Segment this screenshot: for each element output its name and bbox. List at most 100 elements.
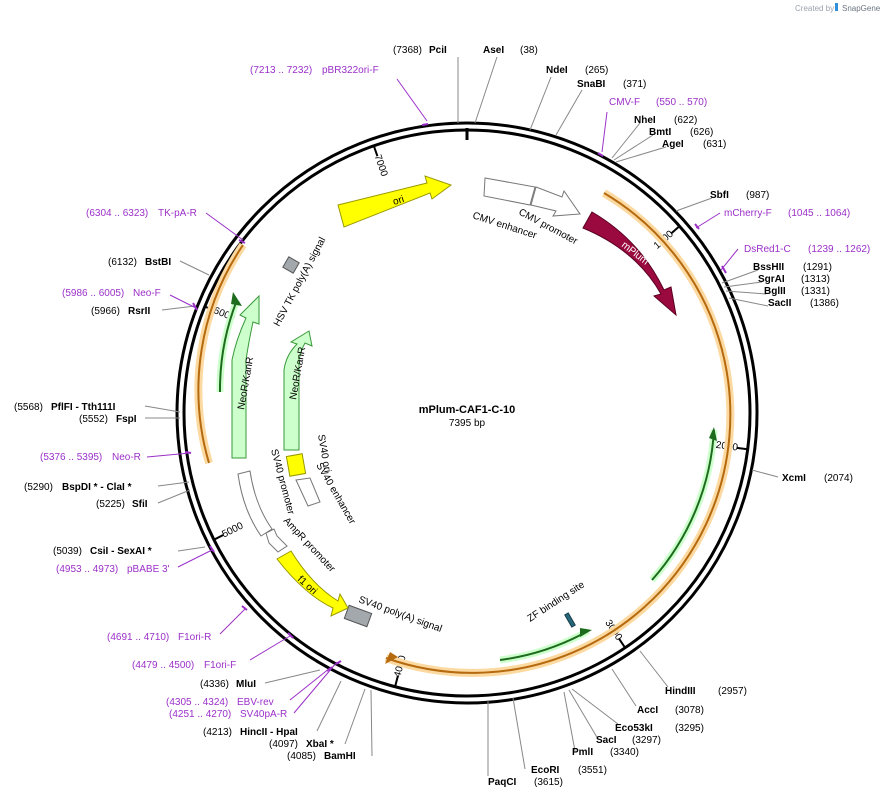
feature-neor-kanr-outer[interactable] (231, 294, 260, 459)
site-snabi-pos: (371) (623, 79, 646, 90)
site-mlui-pos: (4336) (200, 679, 229, 690)
site-bsshii[interactable]: BssHII (753, 262, 784, 273)
orf-arc (385, 192, 732, 674)
site-xcmi[interactable]: XcmI (782, 473, 806, 484)
site-fspi-pos: (5552) (79, 414, 108, 425)
primer-tk-pa-r[interactable]: TK-pA-R (158, 208, 197, 219)
site-asei[interactable]: AseI (483, 45, 504, 56)
site-nhei[interactable]: NheI (634, 115, 656, 126)
primer-f1ori-r[interactable]: F1ori-R (178, 632, 211, 643)
feature-sv40-enhancer[interactable] (295, 477, 321, 507)
site-agei[interactable]: AgeI (662, 139, 684, 150)
site-ecori[interactable]: EcoRI (531, 765, 560, 776)
feature-sv40-enhancer-label: SV40 enhancer (313, 461, 357, 527)
site-bamhi-pos: (4085) (287, 751, 316, 762)
feature-sv40-polya[interactable] (343, 604, 373, 628)
site-hincii-hpai[interactable]: HincII - HpaI (240, 727, 298, 738)
primer-pbabe3[interactable]: pBABE 3' (127, 564, 170, 575)
feature-zf-binding-site[interactable] (564, 612, 576, 628)
feature-hsv-tk-polya[interactable] (282, 256, 300, 274)
site-rsrii[interactable]: RsrII (128, 306, 150, 317)
site-acci-pos: (3078) (675, 705, 704, 716)
primer-tk-pa-r-range: (6304 .. 6323) (86, 208, 148, 219)
primer-sv40pa-r-range: (4251 .. 4270) (169, 709, 231, 720)
tick-mark (213, 533, 225, 541)
feature-sv40-promoter[interactable] (237, 470, 273, 537)
primer-neo-f[interactable]: Neo-F (133, 288, 161, 299)
site-snabi[interactable]: SnaBI (577, 79, 606, 90)
primer-cmv-f[interactable]: CMV-F (609, 97, 640, 108)
primer-dsred1-c[interactable]: DsRed1-C (744, 244, 791, 255)
primer-f1ori-f-range: (4479 .. 4500) (132, 660, 194, 671)
tick-mark (394, 675, 399, 687)
site-bmti[interactable]: BmtI (649, 127, 671, 138)
feature-zf-binding-site-label: ZF binding site (526, 579, 587, 624)
site-bstbi[interactable]: BstBI (145, 257, 171, 268)
site-pmli[interactable]: PmlI (572, 747, 593, 758)
feature-mplum[interactable] (582, 211, 677, 317)
feature-sv40-ori[interactable] (285, 453, 307, 477)
site-sbfi-pos: (987) (746, 190, 769, 201)
site-fspi[interactable]: FspI (116, 414, 137, 425)
credit-brand: SnapGene (842, 4, 881, 13)
site-ndei-pos: (265) (585, 65, 608, 76)
primer-pbr322ori-f[interactable]: pBR322ori-F (322, 65, 379, 76)
site-pmli-pos: (3340) (610, 747, 639, 758)
site-paqci[interactable]: PaqCI (488, 777, 517, 788)
feature-cmv-enhancer[interactable] (483, 177, 536, 206)
primer-neo-r[interactable]: Neo-R (112, 452, 141, 463)
site-eco53ki[interactable]: Eco53kI (615, 723, 653, 734)
site-pcii[interactable]: PciI (429, 45, 447, 56)
primer-leader-lines (146, 78, 739, 714)
feature-cmv-promoter[interactable] (530, 186, 581, 217)
primer-ebv-rev[interactable]: EBV-rev (237, 697, 274, 708)
site-rsrii-pos: (5966) (91, 306, 120, 317)
zf-green-arrowhead-1 (709, 427, 717, 441)
feature-mplum-label: mPlum (619, 240, 650, 268)
site-sacii-pos: (1386) (810, 298, 839, 309)
primer-marks (184, 123, 727, 672)
neo-green-arc (218, 299, 238, 393)
site-bglii[interactable]: BglII (764, 286, 786, 297)
site-nhei-pos: (622) (674, 115, 697, 126)
credit-prefix: Created by (795, 4, 834, 13)
site-sacii[interactable]: SacII (768, 298, 792, 309)
site-agei-pos: (631) (703, 139, 726, 150)
site-xcmi-pos: (2074) (824, 473, 853, 484)
site-eco53ki-pos: (3295) (675, 723, 704, 734)
primer-f1ori-f[interactable]: F1ori-F (204, 660, 236, 671)
plasmid-name: mPlum-CAF1-C-10 (419, 404, 516, 416)
tick-mark (736, 446, 748, 451)
site-mlui[interactable]: MluI (236, 679, 256, 690)
site-sfii-pos: (5225) (96, 499, 125, 510)
primer-dsred1-c-range: (1239 .. 1262) (808, 244, 870, 255)
primer-mcherry-f[interactable]: mCherry-F (724, 208, 772, 219)
site-sfii[interactable]: SfiI (132, 499, 148, 510)
site-sgrai[interactable]: SgrAI (758, 274, 785, 285)
site-saci[interactable]: SacI (596, 735, 617, 746)
site-sbfi[interactable]: SbfI (710, 190, 729, 201)
feature-neor-kanr-inner[interactable] (283, 330, 313, 451)
site-bglii-pos: (1331) (801, 286, 830, 297)
site-xbai[interactable]: XbaI * (306, 739, 334, 750)
site-bspdi-clai[interactable]: BspDI * - ClaI * (62, 482, 132, 493)
site-pflfi-tth111i[interactable]: PflFI - Tth111I (51, 402, 116, 413)
site-acci[interactable]: AccI (637, 705, 658, 716)
tick-mark (372, 145, 379, 157)
site-ndei[interactable]: NdeI (546, 65, 568, 76)
primer-sv40pa-r[interactable]: SV40pA-R (240, 709, 287, 720)
site-bamhi[interactable]: BamHI (324, 751, 356, 762)
primer-pbr322ori-f-range: (7213 .. 7232) (250, 65, 312, 76)
primer-neo-f-range: (5986 .. 6005) (62, 288, 124, 299)
site-hindiii-pos: (2957) (718, 686, 747, 697)
feature-ampr-promoter[interactable] (265, 528, 288, 553)
site-paqci-pos: (3615) (534, 777, 563, 788)
site-csii-sexai[interactable]: CsiI - SexAI * (90, 546, 152, 557)
primer-f1ori-r-range: (4691 .. 4710) (107, 632, 169, 643)
tick-mark (670, 225, 681, 235)
site-bsshii-pos: (1291) (803, 262, 832, 273)
feature-f1-ori[interactable] (276, 550, 349, 617)
snapgene-logo-icon (835, 3, 838, 11)
site-hindiii[interactable]: HindIII (665, 686, 696, 697)
feature-ori[interactable] (337, 175, 453, 228)
